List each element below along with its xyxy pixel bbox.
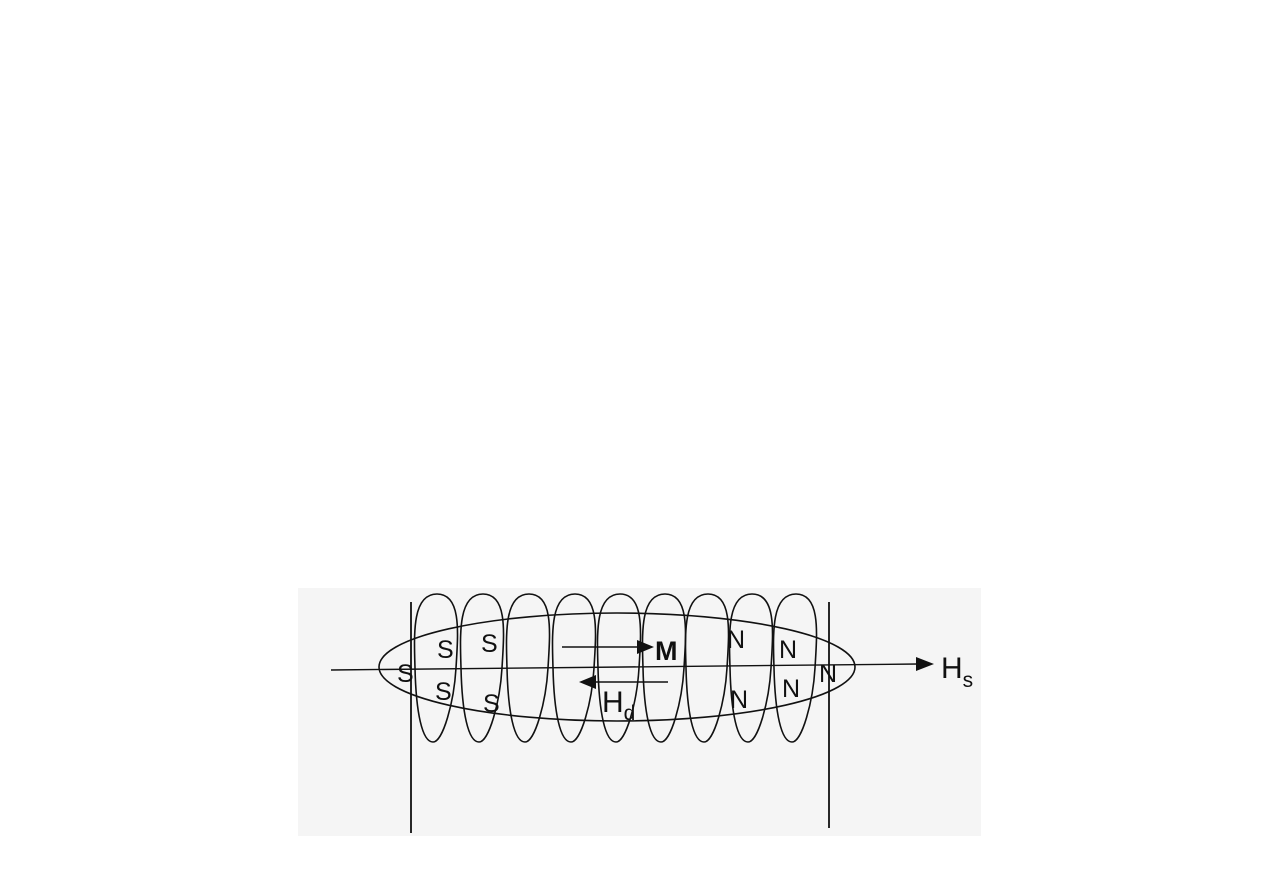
north-pole-label: N: [779, 636, 797, 664]
south-pole-label: S: [437, 636, 454, 664]
demag-field-symbol: H: [602, 686, 624, 719]
demag-field-subscript: d: [624, 702, 636, 725]
coil-loop: [684, 593, 730, 743]
applied-field-symbol: H: [941, 652, 963, 685]
coil-loop: [596, 593, 642, 743]
applied-field-label: Hs: [941, 652, 973, 692]
north-pole-label: N: [727, 626, 745, 654]
demag-field-label: Hd: [602, 686, 635, 725]
applied-field-axis: [330, 663, 919, 671]
coil-loop: [551, 593, 597, 743]
ellipsoidal-specimen: [378, 612, 856, 722]
north-pole-label: N: [782, 675, 800, 703]
north-pole-label: N: [819, 660, 837, 688]
magnetization-label: M: [655, 636, 678, 666]
coil-loop: [728, 593, 774, 743]
coil-loop: [413, 593, 459, 743]
south-pole-label: S: [483, 690, 500, 718]
applied-field-arrowhead: [916, 657, 934, 671]
applied-field-subscript: s: [963, 669, 974, 692]
magnetization-arrowhead: [637, 640, 654, 654]
north-pole-label: N: [730, 686, 748, 714]
demag-field-arrowhead: [579, 675, 596, 689]
coil-winding: [413, 593, 818, 743]
coil-loop: [505, 593, 551, 743]
south-pole-label: S: [435, 678, 452, 706]
south-pole-label: S: [481, 630, 498, 658]
south-pole-label: S: [397, 660, 414, 688]
coil-loop: [459, 593, 505, 743]
